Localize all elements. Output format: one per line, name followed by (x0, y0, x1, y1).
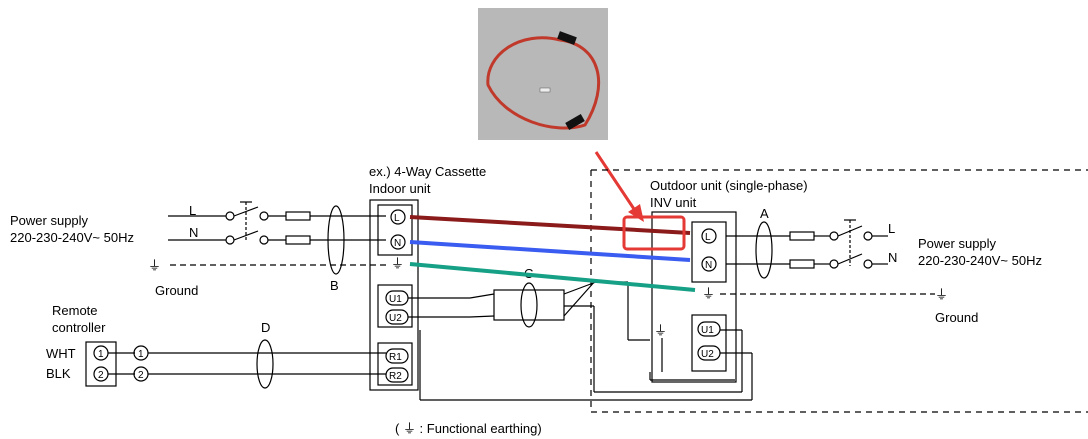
outdoor-boundary (590, 169, 1088, 413)
cable-label-d: D (261, 320, 270, 335)
remote-wire-term-1: 1 (138, 349, 144, 360)
cable-label-b: B (330, 278, 339, 293)
ground-wire (409, 262, 696, 292)
remote-blk: BLK (46, 366, 71, 381)
power-right-voltage: 220-230-240V~ 50Hz (918, 253, 1042, 268)
power-left-n: N (189, 225, 198, 240)
remote-wire-term-2: 2 (138, 370, 144, 381)
indoor-term-l: L (394, 213, 400, 224)
indoor-term-u1: U1 (389, 294, 402, 305)
ground-right-symbol: ⏚ (935, 287, 948, 302)
comm-wiring (408, 279, 753, 401)
outdoor-title-1: Outdoor unit (single-phase) (650, 178, 808, 193)
live-wire (409, 215, 691, 235)
indoor-terminal-block: L N ⏚ U1 U2 R1 R2 (369, 199, 419, 391)
outdoor-terminal-block: L N ⏚ U1 U2 ⏚ (651, 211, 737, 383)
remote-term-1: 1 (98, 349, 104, 360)
remote-wht: WHT (46, 346, 76, 361)
indoor-title-2: Indoor unit (369, 181, 431, 196)
power-right-l: L (888, 221, 895, 236)
outdoor-term-u1: U1 (701, 325, 714, 336)
ground-left-symbol: ⏚ (148, 258, 161, 273)
indoor-term-u2: U2 (389, 313, 402, 324)
cable-photo (478, 8, 608, 140)
power-right-title: Power supply (918, 236, 997, 251)
ground-left-label: Ground (155, 283, 198, 298)
indoor-title-1: ex.) 4-Way Cassette (369, 164, 486, 179)
ground-right-label: Ground (935, 310, 978, 325)
indoor-ground-icon: ⏚ (391, 256, 404, 271)
cable-label-a: A (760, 206, 769, 221)
outdoor-term-l: L (705, 232, 711, 243)
remote-term-2: 2 (98, 370, 104, 381)
outdoor-term-u2: U2 (701, 349, 714, 360)
power-left-voltage: 220-230-240V~ 50Hz (10, 230, 134, 245)
power-left-title: Power supply (10, 213, 89, 228)
neutral-wire (409, 240, 691, 262)
right-power-wiring: ⏚ (720, 219, 948, 302)
functional-earth-icon: ⏚ (654, 323, 667, 338)
power-left-l: L (189, 203, 196, 218)
highlight-box (622, 215, 686, 251)
indoor-term-r2: R2 (389, 371, 402, 382)
remote-title-2: controller (52, 320, 106, 335)
indoor-term-r1: R1 (389, 352, 402, 363)
footnote: ( ⏚ : Functional earthing) (395, 421, 542, 436)
remote-title-1: Remote (52, 303, 98, 318)
highlight-arrow (594, 151, 644, 222)
outdoor-title-2: INV unit (650, 195, 697, 210)
power-right-n: N (888, 250, 897, 265)
outdoor-ground-icon: ⏚ (702, 286, 715, 301)
indoor-term-n: N (394, 238, 401, 249)
remote-controller: 1 2 1 2 (85, 339, 386, 389)
outdoor-term-n: N (705, 260, 712, 271)
left-power-wiring: ⏚ (148, 201, 386, 275)
